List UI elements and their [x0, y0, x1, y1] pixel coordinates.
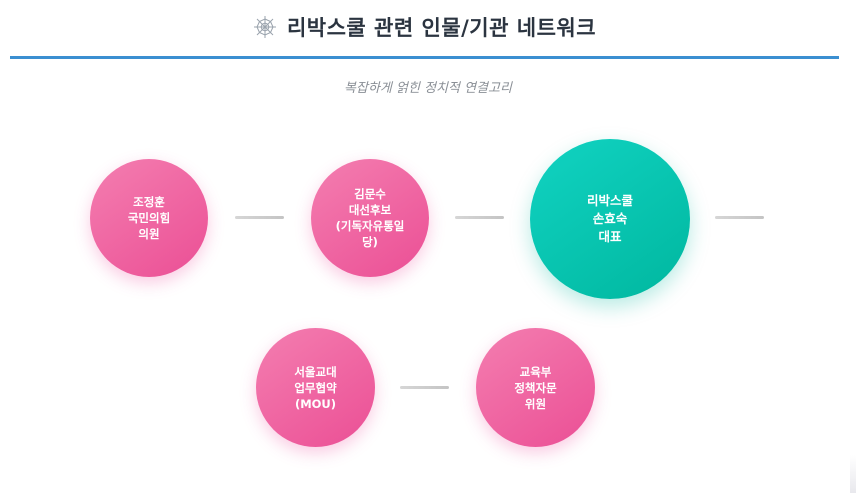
node-center-leebak-school[interactable]: 리박스쿨 손효숙 대표	[530, 139, 690, 299]
page-subtitle: 복잡하게 얽힌 정치적 연결고리	[344, 81, 512, 96]
node-kim-moonsoo[interactable]: 김문수 대선후보 (기독자유통일 당)	[311, 159, 429, 277]
connector-line	[400, 386, 449, 389]
scroll-edge-decoration	[850, 455, 856, 493]
title-wrap: 리박스쿨 관련 인물/기관 네트워크	[10, 12, 839, 42]
node-label: 김문수 대선후보 (기독자유통일 당)	[335, 187, 405, 249]
page-title: 리박스쿨 관련 인물/기관 네트워크	[286, 16, 597, 40]
node-label: 교육부 정책자문 위원	[514, 364, 557, 411]
header: 리박스쿨 관련 인물/기관 네트워크	[10, 0, 839, 59]
node-ministry-of-education[interactable]: 교육부 정책자문 위원	[476, 328, 595, 447]
connector-line	[455, 216, 504, 219]
node-label: 서울교대 업무협약 (MOU)	[294, 364, 337, 411]
node-label: 리박스쿨 손효숙 대표	[586, 193, 633, 244]
connector-line	[235, 216, 284, 219]
node-jo-jeonghun[interactable]: 조정훈 국민의힘 의원	[90, 159, 208, 277]
node-label: 조정훈 국민의힘 의원	[127, 195, 171, 241]
connector-line	[715, 216, 764, 219]
spider-web-icon	[253, 15, 277, 39]
node-seoul-edu-univ[interactable]: 서울교대 업무협약 (MOU)	[256, 328, 375, 447]
